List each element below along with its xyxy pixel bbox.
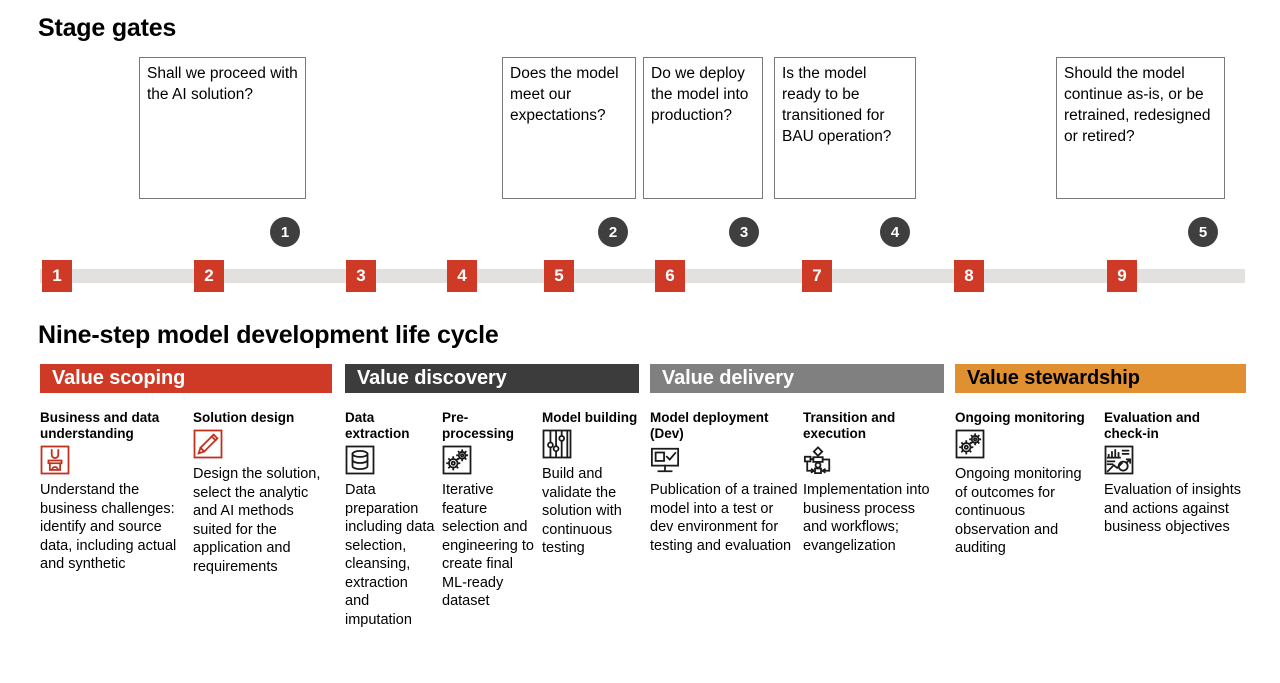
- stage-gate-question: Is the model ready to be transitioned fo…: [782, 65, 892, 145]
- step-description: Publication of a trained model into a te…: [650, 482, 798, 554]
- step-card-5: Model building Build and validate the so…: [542, 410, 639, 558]
- step-card-7: Transition and execution Implementation …: [803, 410, 943, 555]
- stage-gate-box-4: Is the model ready to be transitioned fo…: [774, 57, 916, 199]
- stage-gate-marker-1: 1: [270, 217, 300, 247]
- step-description: Understand the business challenges: iden…: [40, 482, 177, 572]
- step-card-9: Evaluation and check-in Evaluation of in…: [1104, 410, 1246, 537]
- phase-header-scoping: Value scoping: [40, 364, 332, 393]
- database-icon: [345, 445, 375, 475]
- step-card-4: Pre-processing Iterative feature selecti…: [442, 410, 536, 611]
- stage-gate-question: Do we deploy the model into production?: [651, 65, 749, 124]
- step-description: Iterative feature selection and engineer…: [442, 482, 534, 609]
- step-title: Model deployment (Dev): [650, 410, 769, 441]
- pencil-icon: [193, 429, 223, 459]
- step-description: Design the solution, select the analytic…: [193, 466, 321, 575]
- step-card-8: Ongoing monitoring Ongoing monitoring of…: [955, 410, 1095, 558]
- stage-gate-marker-4: 4: [880, 217, 910, 247]
- timeline-step-marker-9: 9: [1107, 260, 1137, 292]
- step-card-2: Solution design Design the solution, sel…: [193, 410, 333, 576]
- step-description: Build and validate the solution with con…: [542, 466, 622, 556]
- phase-label: Value scoping: [52, 367, 186, 389]
- stage-gate-marker-5: 5: [1188, 217, 1218, 247]
- workflow-icon: [803, 445, 833, 475]
- stage-gate-marker-3: 3: [729, 217, 759, 247]
- step-title: Ongoing monitoring: [955, 410, 1085, 425]
- page-title-stage-gates: Stage gates: [38, 14, 177, 42]
- step-title: Solution design: [193, 410, 295, 425]
- timeline-step-marker-3: 3: [346, 260, 376, 292]
- step-card-1: Business and data understanding Understa…: [40, 410, 190, 574]
- gears-icon: [442, 445, 472, 475]
- chart-search-icon: [1104, 445, 1134, 475]
- timeline-track: [40, 269, 1245, 283]
- step-title: Evaluation and check-in: [1104, 410, 1201, 441]
- phase-header-stewardship: Value stewardship: [955, 364, 1246, 393]
- stage-gate-box-1: Shall we proceed with the AI solution?: [139, 57, 306, 199]
- timeline-step-marker-1: 1: [42, 260, 72, 292]
- stage-gate-question: Shall we proceed with the AI solution?: [147, 65, 298, 103]
- timeline-step-marker-8: 8: [954, 260, 984, 292]
- podium-person-icon: [40, 445, 70, 475]
- phase-header-delivery: Value delivery: [650, 364, 944, 393]
- phase-label: Value discovery: [357, 367, 507, 389]
- step-title: Data extraction: [345, 410, 410, 441]
- sliders-icon: [542, 429, 572, 459]
- stage-gate-marker-2: 2: [598, 217, 628, 247]
- phase-header-discovery: Value discovery: [345, 364, 639, 393]
- step-card-3: Data extraction Data preparation includi…: [345, 410, 435, 629]
- step-description: Ongoing monitoring of outcomes for conti…: [955, 466, 1082, 556]
- timeline-step-marker-2: 2: [194, 260, 224, 292]
- stage-gate-question: Does the model meet our expectations?: [510, 65, 619, 124]
- step-title: Pre-processing: [442, 410, 515, 441]
- stage-gate-box-3: Do we deploy the model into production?: [643, 57, 763, 199]
- timeline-step-marker-6: 6: [655, 260, 685, 292]
- step-description: Evaluation of insights and actions again…: [1104, 482, 1242, 535]
- stage-gate-box-5: Should the model continue as-is, or be r…: [1056, 57, 1225, 199]
- step-description: Implementation into business process and…: [803, 482, 930, 554]
- page-title-lifecycle: Nine-step model development life cycle: [38, 321, 499, 349]
- step-description: Data preparation including data selectio…: [345, 482, 435, 628]
- monitor-check-icon: [650, 445, 680, 475]
- step-title: Model building: [542, 410, 638, 425]
- gears-icon: [955, 429, 985, 459]
- step-card-6: Model deployment (Dev) Publication of a …: [650, 410, 798, 555]
- phase-label: Value stewardship: [967, 367, 1140, 389]
- stage-gate-box-2: Does the model meet our expectations?: [502, 57, 636, 199]
- stage-gate-question: Should the model continue as-is, or be r…: [1064, 65, 1211, 145]
- timeline-step-marker-4: 4: [447, 260, 477, 292]
- timeline-step-marker-5: 5: [544, 260, 574, 292]
- step-title: Business and data understanding: [40, 410, 160, 441]
- timeline-step-marker-7: 7: [802, 260, 832, 292]
- step-title: Transition and execution: [803, 410, 896, 441]
- phase-label: Value delivery: [662, 367, 795, 389]
